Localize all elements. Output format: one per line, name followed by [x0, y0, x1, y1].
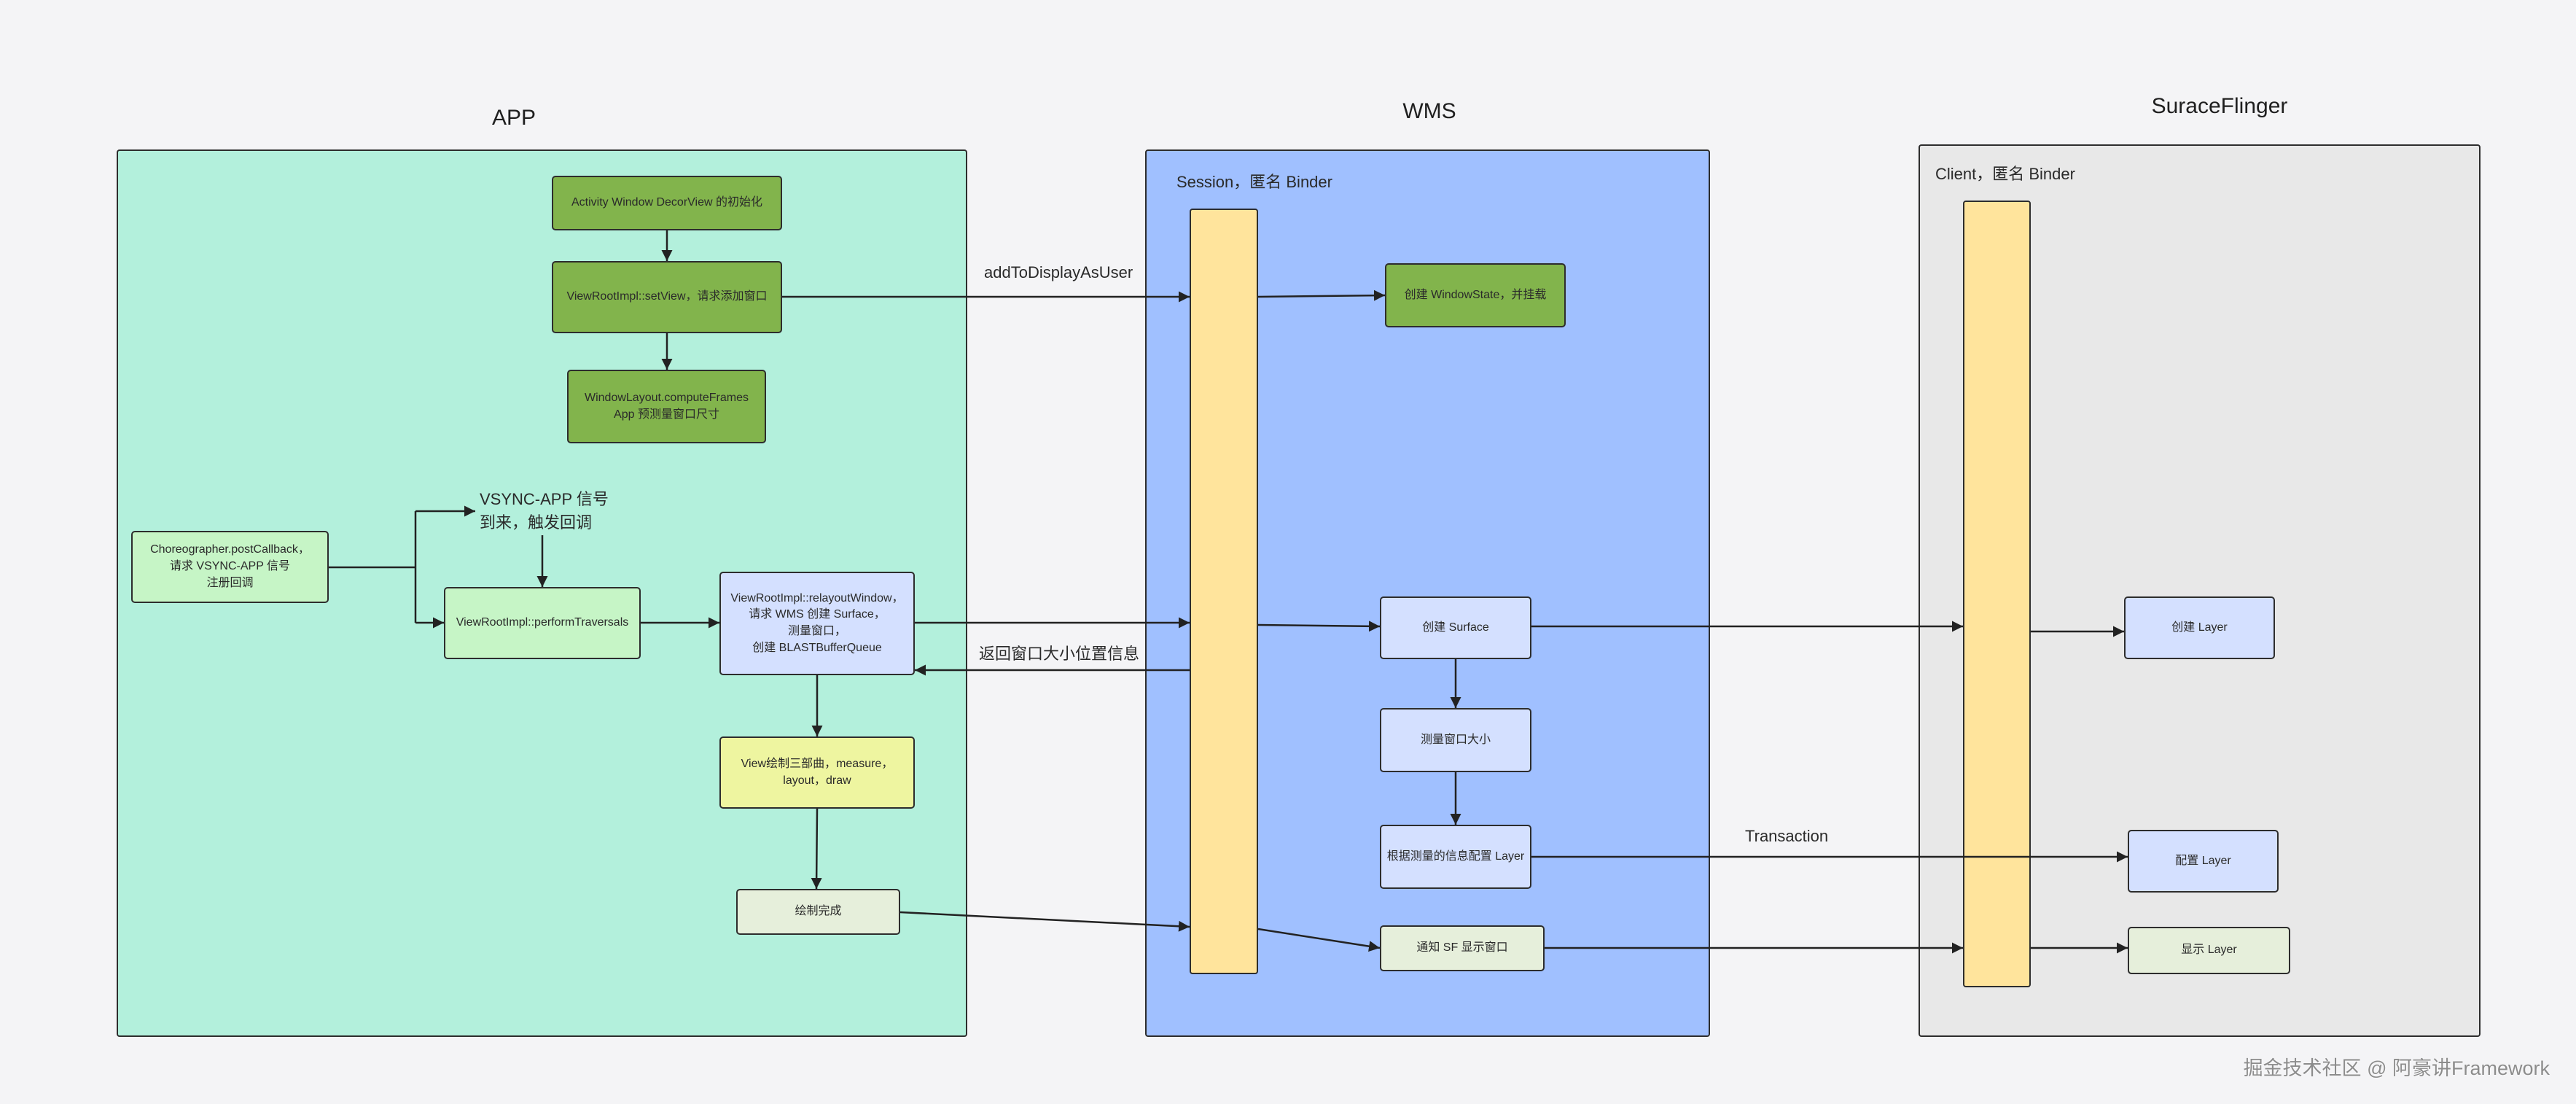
- node-setview: ViewRootImpl::setView，请求添加窗口: [552, 261, 782, 333]
- node-text: 绘制完成: [795, 905, 842, 918]
- node-perform-traversals: ViewRootImpl::performTraversals: [444, 587, 641, 659]
- wms-binder-label: Session，匿名 Binder: [1176, 173, 1332, 191]
- node-configure-layer-by-measure: 根据测量的信息配置 Layer: [1380, 825, 1531, 889]
- wms-section-title: WMS: [1402, 99, 1456, 123]
- node-text: 注册回调: [206, 576, 254, 589]
- connector-choreographer-branch: [329, 511, 417, 623]
- node-text: Activity Window DecorView 的初始化: [571, 196, 762, 209]
- watermark: 掘金技术社区 @ 阿豪讲Framework: [2243, 1057, 2550, 1079]
- node-text: 创建 BLASTBufferQueue: [752, 641, 882, 654]
- node-text: 创建 Layer: [2171, 621, 2228, 634]
- sf-binder-label: Client，匿名 Binder: [1935, 165, 2075, 183]
- edge-label-return-window-info: 返回窗口大小位置信息: [979, 645, 1140, 663]
- node-notify-sf-show: 通知 SF 显示窗口: [1380, 925, 1545, 971]
- node-create-window-state: 创建 WindowState，并挂载: [1385, 263, 1566, 327]
- node-text: View绘制三部曲，measure，: [741, 757, 894, 770]
- arrow-session-to-windowstate: [1257, 289, 1386, 301]
- node-measure-window: 测量窗口大小: [1380, 708, 1531, 772]
- vsync-arrival-note: VSYNC-APP 信号 到来，触发回调: [480, 488, 609, 534]
- node-view-draw: View绘制三部曲，measure， layout，draw: [719, 736, 915, 809]
- node-text: layout，draw: [783, 774, 851, 787]
- edge-label-add-to-display: addToDisplayAsUser: [984, 263, 1133, 281]
- sf-section-title: SuraceFlinger: [2151, 94, 2288, 118]
- note-line: 到来，触发回调: [480, 513, 593, 532]
- node-text: 创建 WindowState，并挂载: [1404, 288, 1547, 301]
- node-draw-done: 绘制完成: [736, 889, 900, 935]
- node-text: Choreographer.postCallback，: [150, 543, 310, 556]
- arrow-session-to-create-surface: [1257, 621, 1381, 632]
- node-compute-frames: WindowLayout.computeFrames App 预测量窗口尺寸: [567, 370, 766, 443]
- note-line: VSYNC-APP 信号: [480, 490, 609, 508]
- wms-session-lifeline: [1190, 209, 1258, 974]
- node-text: WindowLayout.computeFrames: [585, 391, 749, 404]
- node-text: 请求 WMS 创建 Surface，: [749, 608, 886, 621]
- node-text: 测量窗口大小: [1420, 733, 1491, 746]
- node-choreographer-post-callback: Choreographer.postCallback， 请求 VSYNC-APP…: [131, 531, 329, 603]
- arrow-viewdraw-to-drawdone: [811, 808, 822, 890]
- node-show-layer: 显示 Layer: [2128, 927, 2290, 974]
- arrow-session-to-notify-sf: [1257, 928, 1381, 952]
- arrow-drawdone-to-wms-session: [899, 911, 1190, 932]
- node-decorview-init: Activity Window DecorView 的初始化: [552, 176, 782, 230]
- node-text: App 预测量窗口尺寸: [614, 408, 719, 421]
- node-text: 显示 Layer: [2181, 944, 2237, 957]
- node-text: 通知 SF 显示窗口: [1416, 941, 1508, 955]
- app-section-title: APP: [491, 106, 536, 130]
- node-relayout-window: ViewRootImpl::relayoutWindow， 请求 WMS 创建 …: [719, 572, 915, 675]
- node-text: ViewRootImpl::setView，请求添加窗口: [566, 290, 768, 303]
- node-text: 测量窗口，: [787, 625, 846, 637]
- node-text: ViewRootImpl::relayoutWindow，: [730, 591, 904, 605]
- node-text: 创建 Surface: [1422, 621, 1489, 634]
- node-text: 根据测量的信息配置 Layer: [1386, 850, 1525, 863]
- node-create-layer: 创建 Layer: [2124, 596, 2275, 659]
- node-text: 请求 VSYNC-APP 信号: [169, 560, 291, 573]
- node-config-layer: 配置 Layer: [2128, 830, 2279, 893]
- node-text: 配置 Layer: [2175, 854, 2231, 867]
- node-text: ViewRootImpl::performTraversals: [456, 616, 629, 629]
- node-create-surface: 创建 Surface: [1380, 596, 1531, 659]
- edge-label-transaction: Transaction: [1745, 827, 1829, 845]
